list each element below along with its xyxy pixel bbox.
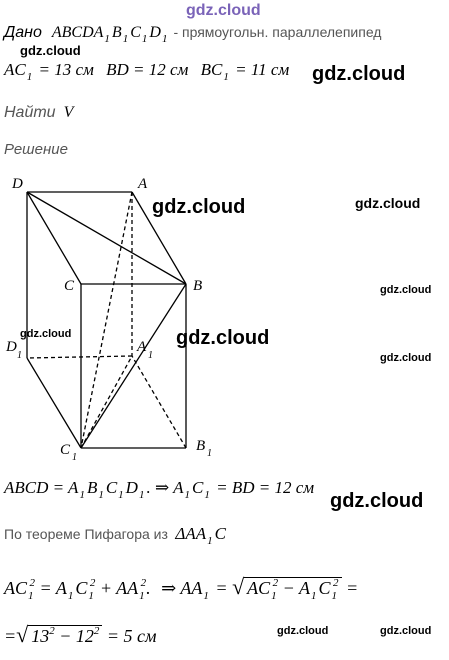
find-variable: V [63,104,74,121]
label-A1: A [136,339,147,355]
pythagoras-text: По теореме Пифагора из [4,526,168,542]
label-A: A [137,176,148,192]
parallelepiped-figure: D A C B D 1 A 1 C 1 B 1 [5,176,212,463]
watermark: gdz.cloud [380,352,432,364]
diagonal-AC1 [80,191,133,449]
watermark-top: gdz.cloud [186,2,261,19]
watermark: gdz.cloud [380,625,432,637]
given-label: Дано [4,24,42,41]
edge-B1A1 [131,355,187,449]
watermark: gdz.cloud [152,196,246,218]
label-C1-sub: 1 [72,452,77,463]
edge-AB [131,191,187,285]
label-D: D [11,176,23,192]
label-A1-sub: 1 [148,350,153,361]
watermark: gdz.cloud [380,284,432,296]
label-B1: B [196,438,205,454]
find-label: Найти [4,104,56,121]
label-B1-sub: 1 [207,448,212,459]
radical: 132 − 122 [28,625,103,647]
watermark: gdz.cloud [355,195,421,211]
find-line: Найти V [4,104,73,122]
given-description: - прямоугольн. параллелепипед [173,24,382,40]
watermark: gdz.cloud [312,63,406,85]
equation-result: =√132 − 122 = 5 см [4,622,157,647]
label-D1-sub: 1 [17,350,22,361]
watermark: gdz.cloud [20,43,81,58]
label-B: B [193,278,202,294]
diagonal-DB [26,191,187,285]
watermark: gdz.cloud [176,327,270,349]
edge-D1C1 [26,357,82,449]
diagonal-C1B [80,283,187,449]
label-C1: C [60,442,71,458]
watermark: gdz.cloud [20,328,72,340]
edge-A1D1 [26,355,133,359]
diagonal-C1A1 [80,355,133,449]
watermark: gdz.cloud [330,490,424,512]
given-values: AC1 = 13 см BD = 12 см BC1 = 11 см [4,60,290,83]
watermark: gdz.cloud [277,625,329,637]
edge-CD [26,191,82,285]
label-C: C [64,278,75,294]
label-D1: D [5,339,17,355]
solution-label: Решение [4,141,68,158]
